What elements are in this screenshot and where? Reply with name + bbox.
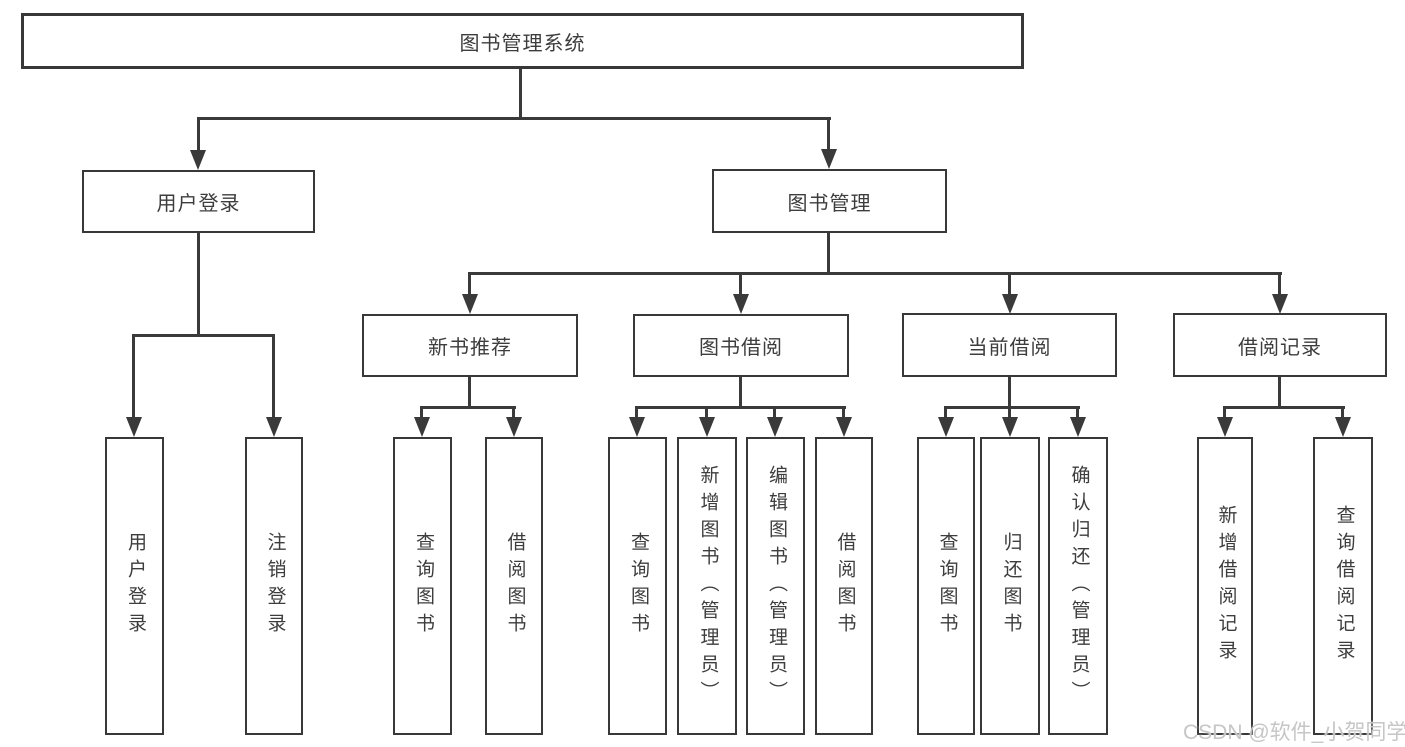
connector-line (1008, 274, 1011, 296)
connector-line (944, 406, 1080, 409)
connector-line (1008, 408, 1011, 420)
connector-line (197, 117, 831, 120)
leaf-edit-book-admin-label: 编辑图书（管理员） (765, 464, 787, 708)
leaf-return-book-label: 归还图书 (1000, 532, 1022, 640)
leaf-query-books-current-label: 查询图书 (936, 532, 958, 640)
leaf-add-book-admin: 新增图书（管理员） (677, 437, 737, 735)
connector-line (739, 377, 742, 409)
connector-line (519, 69, 522, 118)
leaf-logout: 注销登录 (245, 437, 303, 735)
leaf-query-borrow-record: 查询借阅记录 (1313, 437, 1373, 735)
leaf-user-login: 用户登录 (105, 437, 164, 735)
arrow-down (699, 417, 715, 437)
connector-line (1223, 406, 1345, 409)
node-book-management-label: 图书管理 (787, 192, 872, 215)
leaf-confirm-return-admin: 确认归还（管理员） (1048, 437, 1108, 735)
node-current-borrow: 当前借阅 (902, 313, 1117, 377)
connector-line (635, 408, 638, 420)
connector-line (512, 408, 515, 420)
arrow-down (414, 417, 430, 437)
leaf-return-book: 归还图书 (980, 437, 1040, 735)
arrow-down (266, 417, 282, 437)
leaf-borrow-books: 借阅图书 (815, 437, 873, 735)
connector-line (773, 408, 776, 420)
connector-line (468, 272, 1282, 275)
csdn-watermark: CSDN @软件_小贺同学 (1183, 721, 1405, 744)
connector-line (739, 274, 742, 296)
arrow-down (1002, 294, 1018, 314)
connector-line (420, 406, 516, 409)
arrow-down (1272, 294, 1288, 314)
node-root-label: 图书管理系统 (459, 32, 586, 55)
leaf-add-borrow-record-label: 新增借阅记录 (1215, 505, 1237, 667)
arrow-down (506, 417, 522, 437)
node-book-borrow-label: 图书借阅 (699, 337, 783, 359)
arrow-down (1217, 417, 1233, 437)
connector-line (468, 377, 471, 409)
node-root: 图书管理系统 (21, 13, 1024, 69)
arrow-down (629, 417, 645, 437)
connector-line (197, 233, 200, 336)
leaf-query-books-recommend-label: 查询图书 (412, 532, 434, 640)
connector-line (705, 408, 708, 420)
node-borrow-records-label: 借阅记录 (1238, 336, 1322, 359)
connector-line (272, 336, 275, 419)
connector-line (420, 408, 423, 420)
node-new-book-recommend: 新书推荐 (362, 314, 578, 377)
arrow-down (126, 417, 142, 437)
arrow-down (1070, 417, 1086, 437)
node-user-login-label: 用户登录 (156, 193, 241, 215)
node-borrow-records: 借阅记录 (1173, 313, 1387, 377)
connector-line (1076, 408, 1079, 420)
node-book-management: 图书管理 (712, 169, 947, 233)
connector-line (944, 408, 947, 420)
arrow-down (733, 294, 749, 314)
connector-line (468, 274, 471, 296)
arrow-down (767, 417, 783, 437)
leaf-confirm-return-admin-label: 确认归还（管理员） (1068, 464, 1090, 708)
connector-line (827, 233, 830, 274)
leaf-query-borrow-record-label: 查询借阅记录 (1333, 505, 1355, 667)
leaf-borrow-books-label: 借阅图书 (834, 532, 856, 640)
leaf-edit-book-admin: 编辑图书（管理员） (746, 437, 805, 735)
arrow-down (821, 149, 837, 169)
arrow-down (836, 417, 852, 437)
leaf-query-books-current: 查询图书 (917, 437, 975, 735)
arrow-down (190, 150, 206, 170)
arrow-down (938, 417, 954, 437)
leaf-add-borrow-record: 新增借阅记录 (1197, 437, 1253, 735)
connector-line (827, 118, 830, 152)
connector-line (1008, 377, 1011, 409)
arrow-down (1002, 417, 1018, 437)
leaf-borrow-books-recommend: 借阅图书 (485, 437, 543, 735)
node-new-book-recommend-label: 新书推荐 (428, 337, 512, 359)
leaf-query-books-borrow-label: 查询图书 (627, 532, 649, 640)
connector-line (132, 336, 135, 419)
leaf-borrow-books-recommend-label: 借阅图书 (504, 532, 526, 640)
leaf-logout-label: 注销登录 (264, 532, 286, 640)
leaf-query-books-recommend: 查询图书 (393, 437, 452, 735)
connector-line (132, 334, 275, 337)
leaf-query-books-borrow: 查询图书 (608, 437, 667, 735)
node-book-borrow: 图书借阅 (633, 314, 849, 377)
arrow-down (1335, 417, 1351, 437)
connector-line (1278, 274, 1281, 296)
leaf-user-login-label: 用户登录 (124, 532, 146, 640)
node-user-login: 用户登录 (82, 170, 315, 233)
connector-line (1341, 408, 1344, 420)
node-current-borrow-label: 当前借阅 (967, 336, 1052, 359)
leaf-add-book-admin-label: 新增图书（管理员） (697, 464, 719, 708)
connector-line (1278, 377, 1281, 409)
connector-line (197, 118, 200, 152)
arrow-down (462, 294, 478, 314)
connector-line (635, 406, 846, 409)
connector-line (842, 408, 845, 420)
connector-line (1223, 408, 1226, 420)
